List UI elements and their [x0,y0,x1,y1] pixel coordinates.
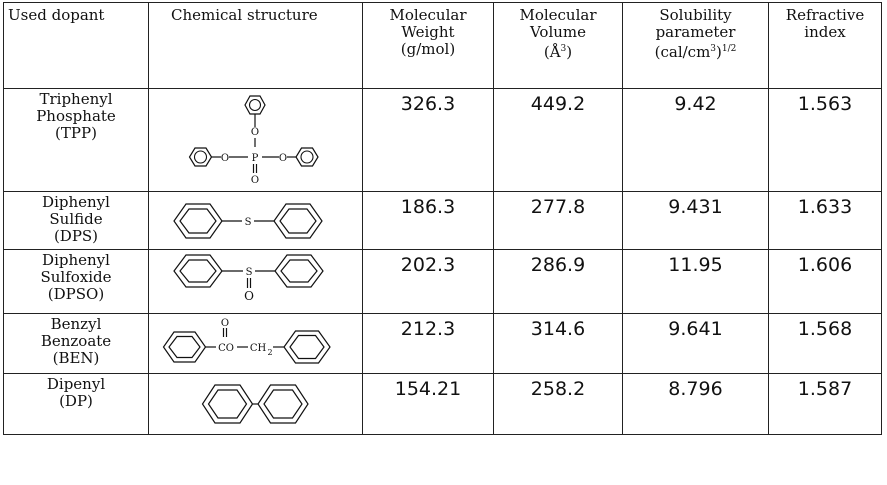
svg-text:P: P [252,153,259,164]
svg-text:O: O [221,153,229,164]
svg-text:O: O [221,318,229,329]
solubility-parameter-value: 9.42 [622,88,769,192]
svg-text:CO: CO [218,343,234,354]
refractive-index-value: 1.606 [768,249,882,314]
molecular-weight-value: 202.3 [362,249,494,314]
molecular-volume-value: 314.6 [493,313,623,374]
refractive-index-value: 1.568 [768,313,882,374]
solubility-parameter-value: 8.796 [622,373,769,435]
header-row: Used dopant Chemical structure Molecular… [3,2,882,89]
structure-cell-tpp: O O P O O [148,88,363,192]
molecular-volume-value: 258.2 [493,373,623,435]
solubility-parameter-value: 11.95 [622,249,769,314]
svg-text:O: O [251,175,259,186]
header-used-dopant: Used dopant [3,2,149,89]
dopant-table: Used dopant Chemical structure Molecular… [3,2,882,435]
solubility-parameter-value: 9.431 [622,191,769,250]
dopant-name-cell: Dipenyl(DP) [3,373,149,435]
molecular-volume-value: 286.9 [493,249,623,314]
biphenyl-structure-icon [201,384,309,424]
refractive-index-value: 1.563 [768,88,882,192]
molecular-weight-value: 326.3 [362,88,494,192]
refractive-index-value: 1.587 [768,373,882,435]
triphenyl-phosphate-structure-icon: O O P O O [188,95,319,186]
molecular-weight-value: 212.3 [362,313,494,374]
structure-cell-ben: O CO CH 2 [148,313,363,374]
svg-text:2: 2 [267,348,272,357]
structure-cell-dp [148,373,363,435]
diphenyl-sulfoxide-structure-icon: S O [173,254,324,303]
molecular-volume-value: 277.8 [493,191,623,250]
refractive-index-value: 1.633 [768,191,882,250]
diphenyl-sulfide-structure-icon: S [173,203,323,239]
svg-text:O: O [251,127,259,138]
svg-text:O: O [279,153,287,164]
svg-text:CH: CH [250,343,267,354]
structure-cell-dps: S [148,191,363,250]
svg-text:O: O [244,289,254,303]
svg-text:S: S [246,267,253,278]
svg-text:S: S [245,217,252,228]
solubility-parameter-value: 9.641 [622,313,769,374]
structure-cell-dpso: S O [148,249,363,314]
molecular-weight-value: 186.3 [362,191,494,250]
table-row: Dipenyl(DP) 154.21 258.2 8.796 1.587 [3,373,882,435]
molecular-volume-value: 449.2 [493,88,623,192]
molecular-weight-value: 154.21 [362,373,494,435]
header-chemical-structure: Chemical structure [148,2,363,89]
benzyl-benzoate-structure-icon: O CO CH 2 [162,318,331,364]
